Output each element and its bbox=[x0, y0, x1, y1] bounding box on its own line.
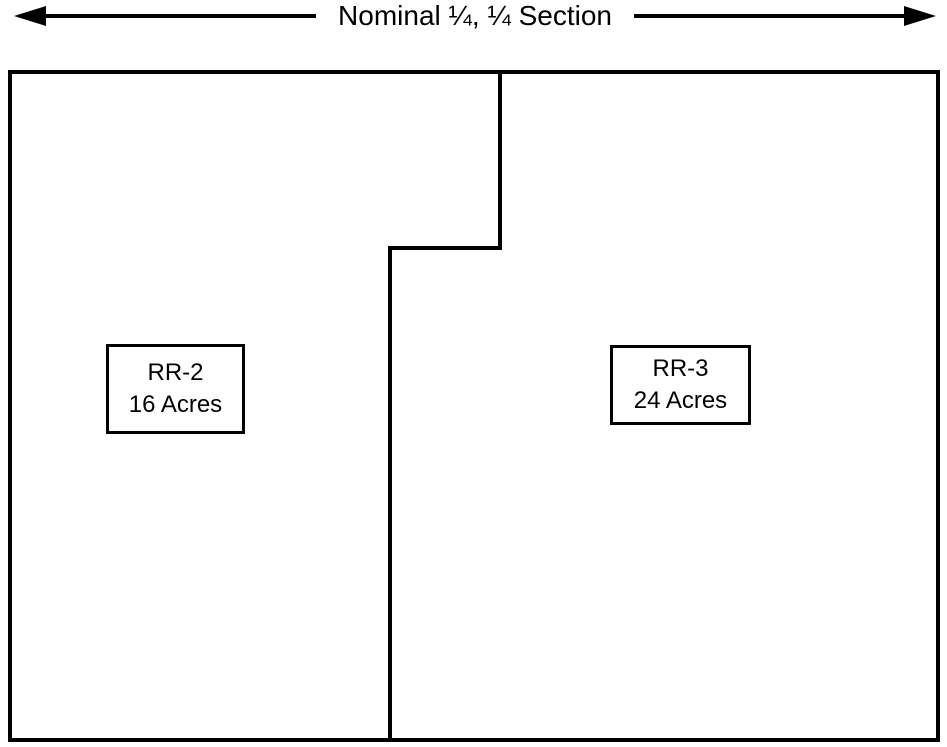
parcel-divider-jog-segment bbox=[388, 246, 502, 250]
parcel-divider-lower-segment bbox=[388, 246, 392, 742]
parcel-name: RR-3 bbox=[652, 355, 709, 382]
parcel-acreage: 24 Acres bbox=[633, 387, 728, 414]
right-arrowhead-icon bbox=[904, 6, 937, 26]
arrow-line-right bbox=[633, 14, 905, 18]
section-width-arrow: Nominal ¼, ¼ Section bbox=[14, 0, 937, 31]
left-arrowhead-icon bbox=[14, 6, 46, 26]
parcel-divider-upper-segment bbox=[498, 70, 502, 250]
arrow-line-left bbox=[46, 14, 317, 18]
parcel-acreage: 16 Acres bbox=[128, 391, 223, 418]
quarter-section-outline bbox=[8, 70, 940, 742]
diagram-title: Nominal ¼, ¼ Section bbox=[338, 0, 612, 31]
parcel-label-rr3: RR-3 24 Acres bbox=[610, 345, 751, 425]
parcel-label-rr2: RR-2 16 Acres bbox=[106, 344, 245, 434]
parcel-name: RR-2 bbox=[147, 359, 204, 386]
